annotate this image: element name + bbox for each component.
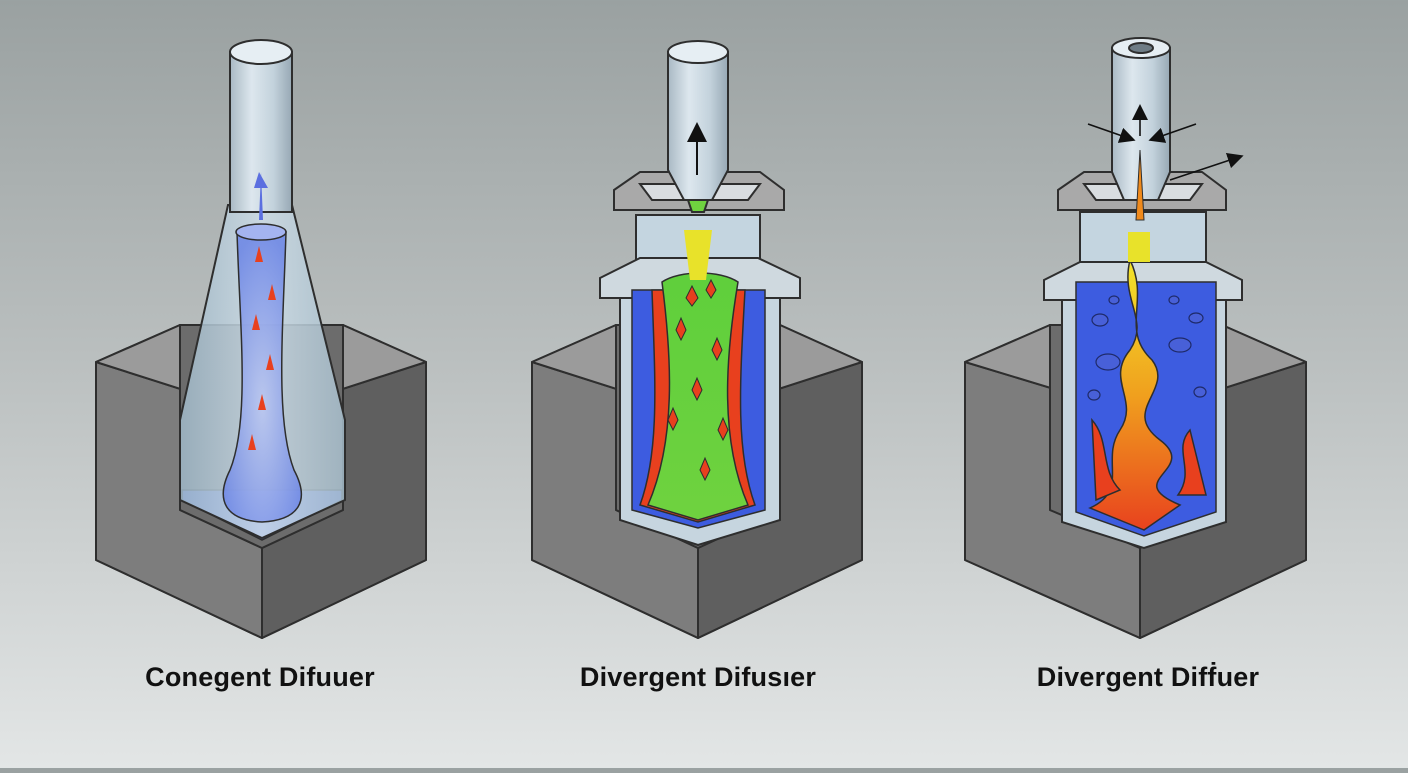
right-arrow-icon	[1169, 152, 1244, 181]
panel-3-bubbles	[1087, 295, 1207, 401]
panel-2-turbulence-marks	[667, 278, 729, 482]
panel-3-divergent-diffuser	[964, 37, 1307, 639]
panel-3-caption: Divergent Difḟuer	[1036, 662, 1260, 692]
panel-3-arrows	[1087, 104, 1244, 221]
panel-1-caption: Conegent Difuuer	[145, 662, 375, 692]
panel-1-convergent-diffuser	[95, 39, 427, 639]
panel-2-inlet-pipe	[667, 40, 729, 213]
panel-2-caption: Divergent Difusıer	[579, 662, 817, 692]
panel-1-flow-arrows	[248, 172, 276, 450]
panel-1-inlet-pipe	[229, 39, 293, 213]
up-arrow-icon	[259, 172, 263, 220]
inlet-arrow-icon	[1148, 123, 1197, 143]
panel-2-divergent-diffuser	[531, 40, 863, 639]
panel-3-inlet-pipe	[1111, 37, 1171, 201]
inlet-arrow-icon	[1087, 123, 1136, 143]
panel-1-flow-tube	[222, 223, 303, 523]
